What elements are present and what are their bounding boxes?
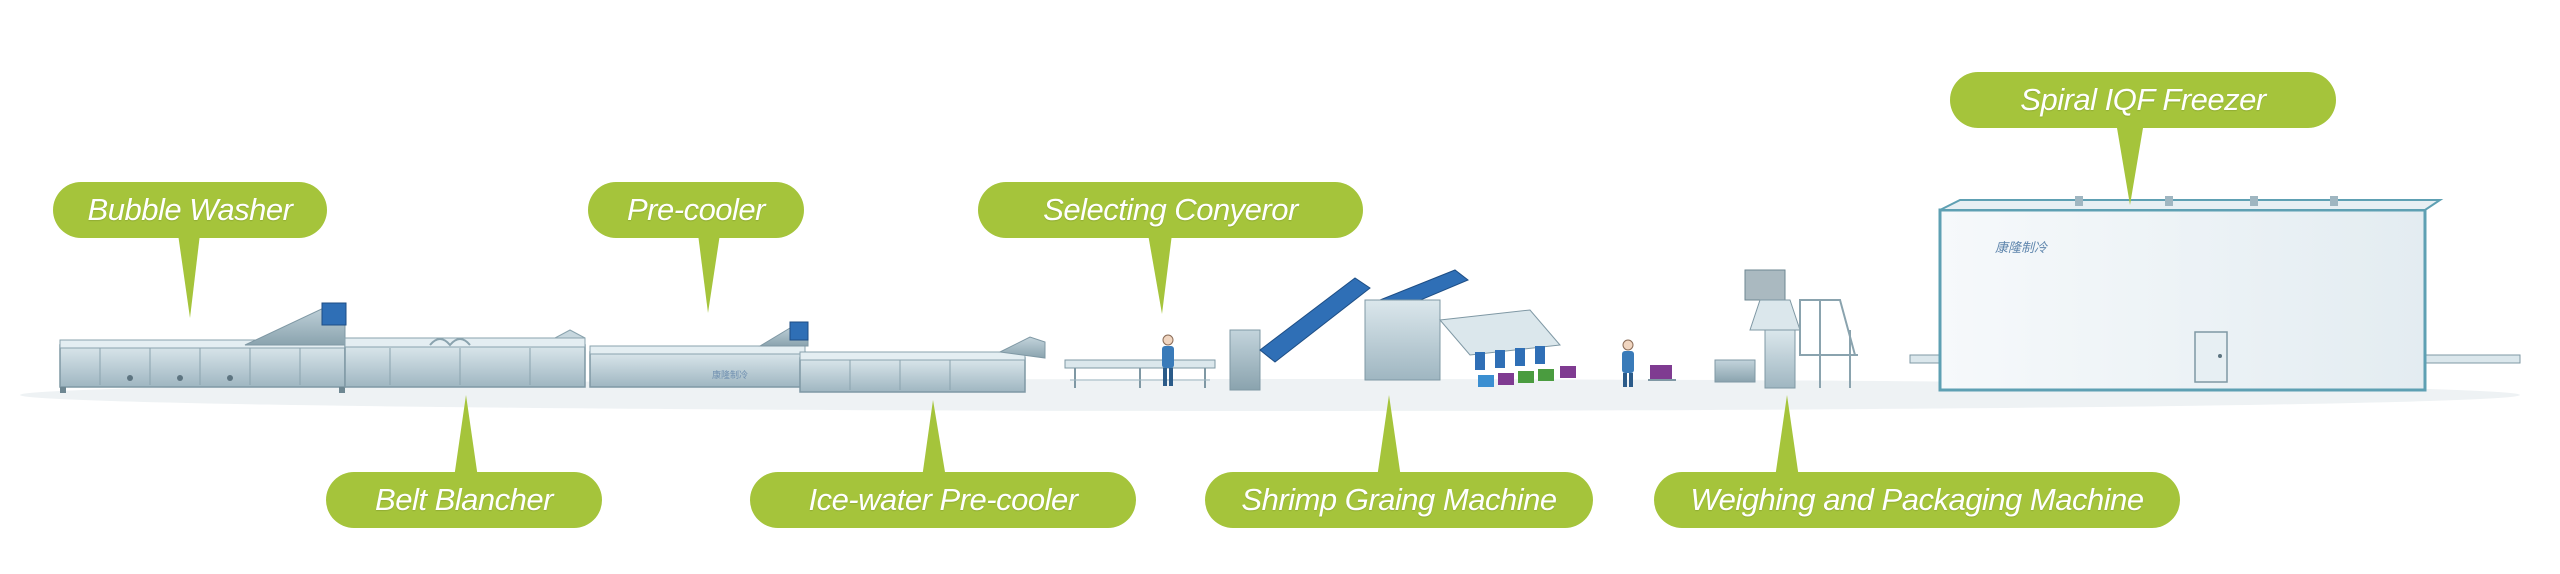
freezer-brand-logo: 康隆制冷 [1995,240,2048,255]
callout-pointers [178,128,2143,478]
shrimp-grading-machine [1229,269,1576,391]
pointer-ice-water-pre-cooler [922,400,946,478]
pointer-weighing-packaging [1775,395,1799,478]
label-shrimp-grading-machine: Shrimp Graing Machine [1205,472,1593,528]
pre-cooler-brand: 康隆制冷 [712,369,748,380]
weighing-packaging-machine [1714,269,1858,389]
pre-cooler-machine: 康隆制冷 [589,321,809,388]
pointer-bubble-washer [178,234,200,318]
bubble-washer-machine [59,302,347,393]
operator-figure-2 [1622,339,1676,387]
label-selecting-conveyor: Selecting Conyeror [978,182,1363,238]
pointer-shrimp-grading [1377,395,1401,478]
label-weighing-packaging-machine: Weighing and Packaging Machine [1654,472,2180,528]
pointer-selecting-conveyor [1148,234,1172,314]
label-ice-water-pre-cooler: Ice-water Pre-cooler [750,472,1136,528]
selecting-conveyor-machine [1064,359,1216,388]
operator-figure-1 [1162,334,1174,386]
pointer-spiral-iqf-freezer [2117,128,2143,205]
pointer-pre-cooler [698,234,720,313]
label-bubble-washer: Bubble Washer [53,182,327,238]
spiral-iqf-freezer-machine: 康隆制冷 [1909,196,2521,392]
label-pre-cooler: Pre-cooler [588,182,804,238]
belt-blancher-machine [344,329,586,388]
ice-water-pre-cooler-machine [799,336,1046,393]
label-spiral-iqf-freezer: Spiral IQF Freezer [1950,72,2336,128]
pointer-belt-blancher [454,395,478,478]
label-belt-blancher: Belt Blancher [326,472,602,528]
